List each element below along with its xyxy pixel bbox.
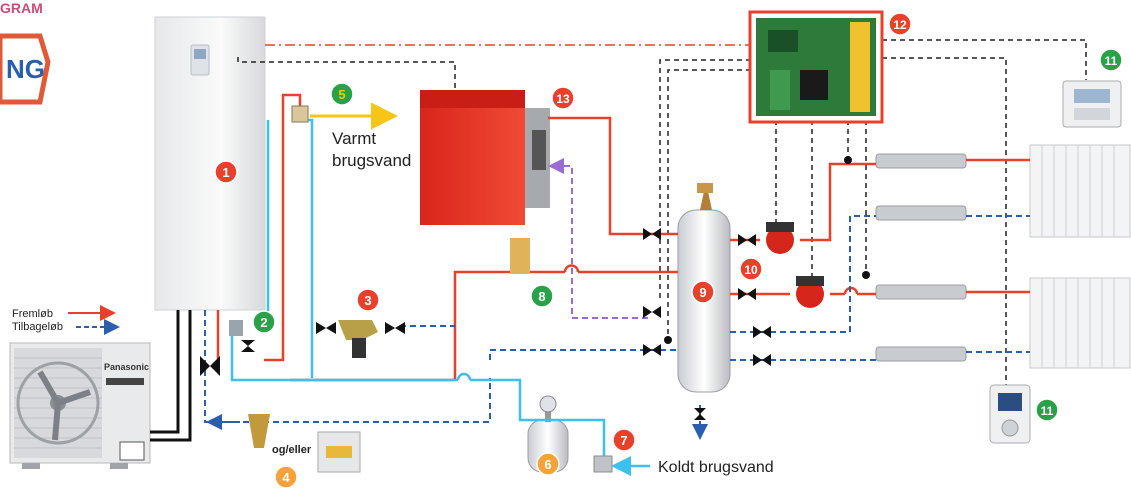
refrigerant-lines — [150, 310, 192, 442]
junction-dots — [664, 156, 870, 344]
control-wiring — [237, 39, 1087, 385]
svg-text:8: 8 — [538, 289, 545, 304]
badge-4: 4 — [274, 465, 298, 489]
remote-controller-top[interactable] — [1062, 80, 1122, 128]
svg-text:1: 1 — [222, 165, 229, 180]
badge-12: 12 — [888, 12, 912, 36]
header-title-fragment: GRAM — [0, 0, 43, 16]
badge-11-top: 11 — [1099, 48, 1123, 72]
outdoor-unit[interactable]: Panasonic — [9, 342, 151, 469]
flow-sensor-2[interactable] — [229, 320, 243, 336]
svg-text:3: 3 — [364, 293, 371, 308]
svg-text:5: 5 — [338, 87, 345, 102]
svg-text:10: 10 — [744, 263, 758, 277]
svg-text:11: 11 — [1041, 404, 1054, 418]
hot-water-label-line1: Varmt — [332, 129, 376, 148]
svg-text:11: 11 — [1105, 54, 1118, 68]
badge-9: 9 — [691, 280, 715, 304]
brand-logo-fragment: NG — [0, 33, 51, 105]
indoor-unit[interactable] — [154, 16, 266, 311]
room-thermostat[interactable] — [989, 384, 1031, 444]
secondary-circuit — [556, 165, 648, 319]
badge-1: 1 — [214, 160, 238, 184]
controller-board[interactable] — [748, 10, 884, 124]
manifolds[interactable] — [875, 153, 967, 362]
radiator-upper[interactable] — [1029, 144, 1131, 238]
badge-13: 13 — [551, 86, 575, 110]
svg-text:7: 7 — [620, 433, 627, 448]
cold-valve-7[interactable] — [593, 455, 613, 473]
badge-7: 7 — [612, 428, 636, 452]
and-or-label: og/eller — [272, 444, 312, 456]
valves[interactable] — [200, 228, 771, 420]
svg-text:12: 12 — [893, 18, 907, 32]
svg-text:4: 4 — [282, 470, 290, 485]
cold-water-label: Koldt brugsvand — [658, 459, 774, 476]
circulation-pumps[interactable] — [766, 222, 824, 308]
pipe-crossing-flow — [563, 264, 580, 273]
filter-3[interactable] — [338, 320, 378, 358]
legend-flow-label: Fremløb — [12, 308, 53, 320]
svg-text:13: 13 — [556, 92, 570, 106]
svg-text:6: 6 — [544, 457, 551, 472]
magnetic-filter-4[interactable] — [248, 414, 361, 473]
badge-10: 10 — [739, 257, 763, 281]
svg-text:9: 9 — [699, 285, 706, 300]
badge-5: 5 — [330, 82, 354, 106]
logo-text: NG — [6, 54, 45, 84]
badge-11-bottom: 11 — [1035, 398, 1059, 422]
legend-return-label: Tilbageløb — [12, 321, 63, 333]
badge-2: 2 — [252, 310, 276, 334]
svg-text:2: 2 — [260, 315, 267, 330]
badge-8: 8 — [530, 284, 554, 308]
legend: Fremløb Tilbageløb — [12, 305, 120, 335]
mixing-valve-5[interactable] — [291, 105, 309, 123]
hot-water-label-line2: brugsvand — [332, 151, 411, 170]
pipe-crossing-cold — [456, 372, 472, 381]
safety-valve-8[interactable] — [510, 238, 530, 274]
badge-3: 3 — [356, 288, 380, 312]
outdoor-brand: Panasonic — [104, 362, 149, 372]
boiler[interactable] — [420, 90, 550, 225]
radiator-lower[interactable] — [1029, 277, 1131, 369]
badge-6: 6 — [536, 452, 560, 476]
